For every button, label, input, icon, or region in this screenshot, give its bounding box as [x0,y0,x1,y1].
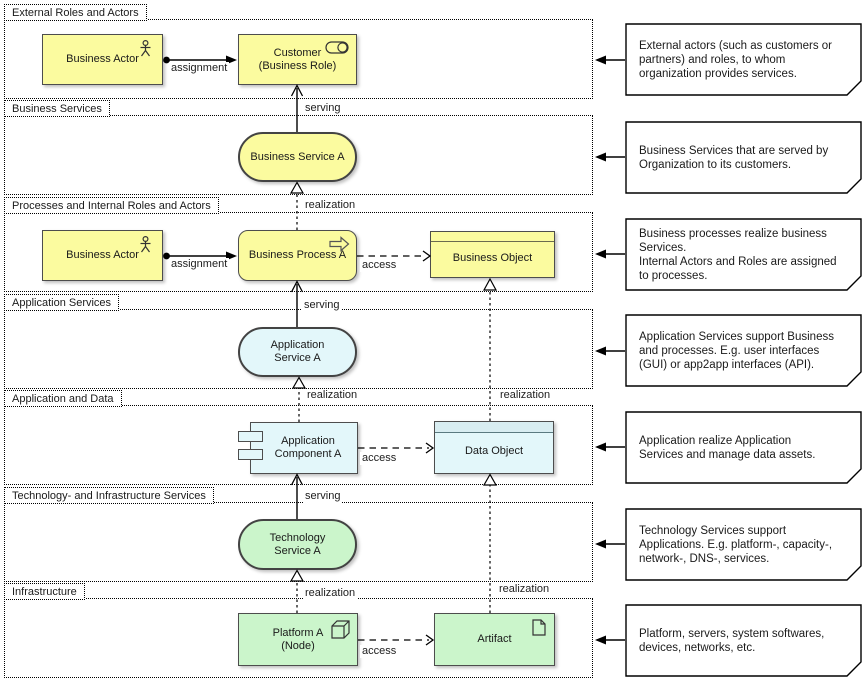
note-shape [625,23,862,96]
node-label: Business Actor [66,53,139,65]
note-technology-services[interactable]: Technology Services support Applications… [625,508,862,581]
component-body: Application Component A [250,422,358,474]
edge-label-realization: realization [498,389,553,402]
note-application-data[interactable]: Application realize Application Services… [625,411,862,484]
note-shape [625,314,862,387]
node-business-process-a[interactable]: Business Process A [238,230,357,281]
note-application-services[interactable]: Application Services support Business an… [625,314,862,387]
role-icon [325,41,349,54]
lane-label: Infrastructure [12,585,77,598]
edge-label-serving: serving [303,102,343,115]
lane-tab-infrastructure[interactable]: Infrastructure [4,583,85,600]
note-text: Application Services support Business an… [639,330,834,371]
note-text: External actors (such as customers or pa… [639,39,833,80]
note-text: Application realize Application Services… [639,434,816,461]
note-business-processes[interactable]: Business processes realize business Serv… [625,218,862,291]
node-business-actor-internal[interactable]: Business Actor [42,230,163,281]
note-shape [625,121,862,194]
note-pointer-arrows [595,55,625,645]
edge-label-access: access [360,452,399,465]
lane-tab-technology-infrastructure-services[interactable]: Technology- and Infrastructure Services [4,487,214,504]
note-infrastructure[interactable]: Platform, servers, system softwares, dev… [625,604,862,677]
edge-label-realization: realization [303,199,358,212]
node-business-actor[interactable]: Business Actor [42,34,163,85]
note-shape [625,604,862,677]
lane-tab-application-services[interactable]: Application Services [4,294,120,311]
note-external-actors[interactable]: External actors (such as customers or pa… [625,23,862,96]
edge-label-serving: serving [302,299,342,312]
note-shape [625,411,862,484]
node-label: Business Actor [66,249,139,261]
actor-icon [140,40,151,57]
node-platform-a[interactable]: Platform A (Node) [238,613,358,666]
node-data-object[interactable]: Data Object [434,421,554,474]
node-customer-business-role[interactable]: Customer (Business Role) [238,34,357,85]
node-label: Business Object [452,251,533,264]
lane-label: Application Services [12,296,112,309]
node-technology-service-a[interactable]: Technology Service A [238,519,357,570]
node-label: Application Component A [274,435,342,460]
note-text: Business Services that are served by Org… [639,144,829,171]
edge-label-realization: realization [305,389,360,402]
lane-infrastructure [4,598,593,678]
lane-label: Business Services [12,102,102,115]
edge-label-serving: serving [303,490,343,503]
node-cube-icon [331,620,350,639]
note-text: Technology Services support Applications… [639,524,833,565]
note-text: Business processes realize business Serv… [639,227,837,282]
edge-label-assignment: assignment [169,62,230,75]
edge-label-realization: realization [303,587,358,600]
edge-label-realization: realization [497,583,552,596]
node-label: Platform A (Node) [272,626,324,652]
node-label: Application Service A [270,339,325,364]
component-tab-icon [238,449,263,460]
node-label: Artifact [477,633,512,645]
lane-business-services [4,115,593,195]
node-label: Business Service A [250,150,345,163]
lane-tab-business-services[interactable]: Business Services [4,100,110,117]
actor-icon [140,236,151,253]
edge-label-access: access [360,259,399,272]
lane-tab-processes-internal-roles[interactable]: Processes and Internal Roles and Actors [4,197,219,214]
lane-tab-application-and-data[interactable]: Application and Data [4,390,122,407]
note-text: Platform, servers, system softwares, dev… [639,627,825,654]
node-label: Customer (Business Role) [258,46,337,72]
node-business-service-a[interactable]: Business Service A [238,132,357,182]
object-header-line [431,241,554,242]
component-tab-icon [238,431,263,442]
lane-label: External Roles and Actors [12,6,139,19]
note-business-services[interactable]: Business Services that are served by Org… [625,121,862,194]
node-application-service-a[interactable]: Application Service A [238,327,357,377]
process-icon [329,236,350,252]
node-artifact[interactable]: Artifact [434,613,555,666]
lane-label: Processes and Internal Roles and Actors [12,199,211,212]
node-label: Business Process A [248,249,347,261]
artifact-document-icon [532,619,546,636]
note-shape [625,218,862,291]
node-label: Technology Service A [269,531,326,557]
lane-tab-external-roles-and-actors[interactable]: External Roles and Actors [4,4,147,21]
lane-external-roles-and-actors [4,19,593,99]
edge-label-assignment: assignment [169,258,230,271]
edge-label-access: access [360,645,399,658]
lane-label: Application and Data [12,392,114,405]
note-shape [625,508,862,581]
lane-label: Technology- and Infrastructure Services [12,489,206,502]
data-object-header [435,422,553,433]
node-application-component-a[interactable]: Application Component A [238,422,358,474]
node-business-object[interactable]: Business Object [430,231,555,278]
node-label: Data Object [464,445,524,457]
